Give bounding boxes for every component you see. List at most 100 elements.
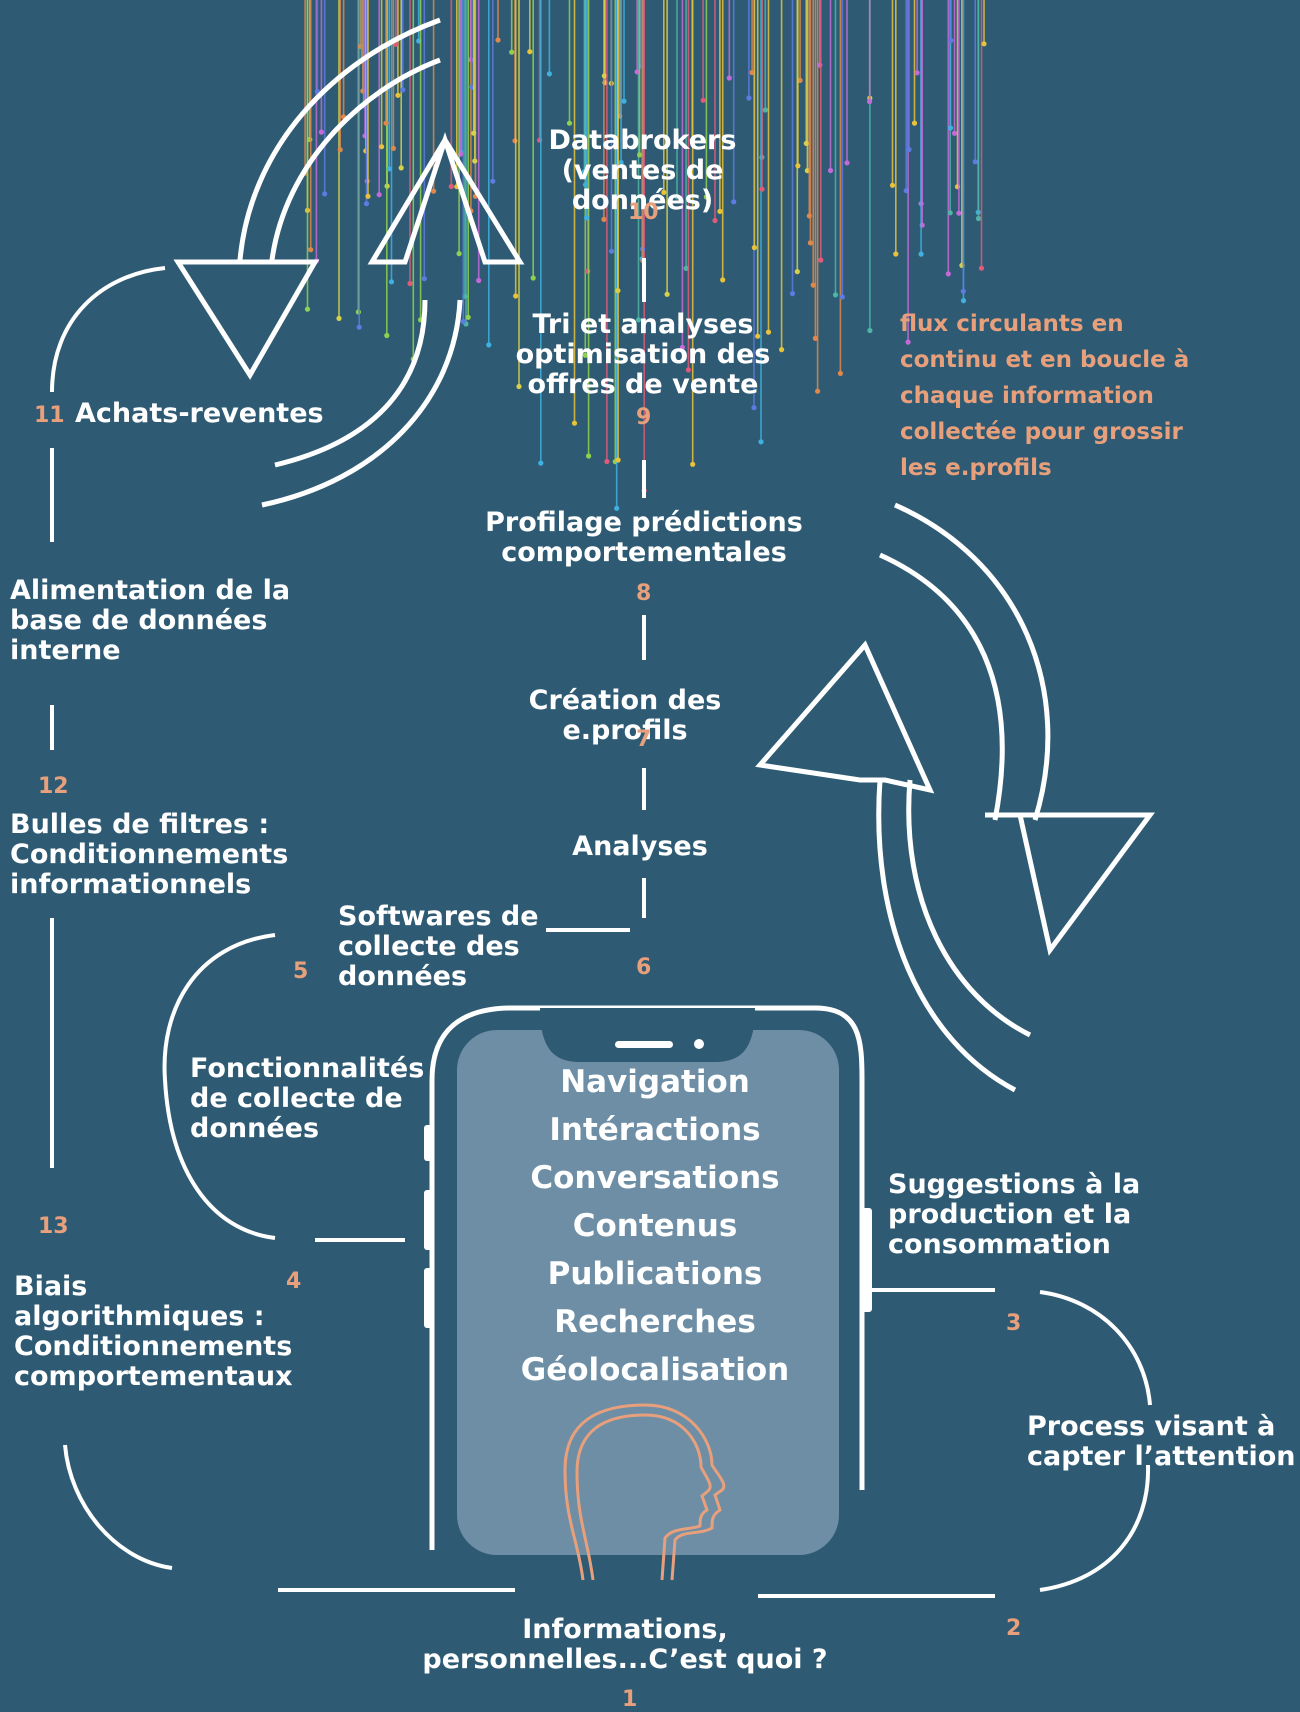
data-stream-dot: [905, 339, 911, 345]
data-stream-dot: [383, 120, 389, 126]
label-profilage: Profilage prédictions comportementales: [485, 507, 803, 568]
data-stream-dot: [337, 147, 343, 153]
step-number-8: 8: [636, 581, 652, 606]
data-stream-dot: [815, 388, 821, 394]
phone-item: Publications: [547, 1256, 763, 1292]
data-stream-dot: [807, 240, 814, 246]
data-stream-dot: [586, 453, 592, 459]
data-stream-dot: [951, 130, 958, 136]
data-stream-dot: [476, 277, 482, 284]
phone-item: Intéractions: [549, 1112, 761, 1148]
data-stream-dot: [867, 98, 873, 105]
data-stream-dot: [839, 294, 845, 300]
data-stream-dot: [318, 129, 324, 135]
data-stream-dot: [527, 49, 533, 55]
data-stream-dot: [571, 420, 578, 426]
data-stream-dot: [448, 183, 454, 190]
data-stream-dot: [621, 98, 627, 104]
data-stream-dot: [947, 125, 954, 131]
data-stream-dot: [356, 324, 362, 330]
data-stream-dot: [690, 461, 696, 467]
data-stream-dot: [797, 77, 803, 83]
step-number-11: 11: [34, 403, 65, 428]
data-stream-dot: [832, 292, 839, 298]
connector-lines: [50, 258, 1152, 1598]
data-stream-dot: [322, 191, 328, 197]
step-number-1: 1: [622, 1687, 638, 1712]
data-stream-dot: [795, 163, 801, 169]
phone-item: Contenus: [572, 1208, 738, 1244]
data-stream-dot: [700, 97, 706, 103]
data-stream-dot: [509, 49, 515, 55]
data-stream-dot: [717, 208, 723, 214]
data-stream-dot: [304, 306, 311, 312]
data-stream-dot: [948, 37, 954, 44]
cycle-arrow-top-left-icon: [173, 17, 525, 508]
data-stream-dot: [614, 505, 620, 511]
data-stream-dot: [893, 251, 899, 257]
data-stream-dot: [685, 367, 692, 373]
data-stream-dot: [818, 257, 824, 263]
label-databrokers: Databrokers (ventes de données): [548, 125, 737, 216]
data-stream-dot: [530, 275, 536, 281]
data-stream-lines-icon: [302, 0, 987, 511]
data-stream-dot: [601, 73, 608, 79]
label-biais-algorithmiques: Biais algorithmiques : Conditionnements …: [14, 1271, 293, 1392]
data-stream-dot: [486, 342, 492, 348]
data-stream-dot: [661, 189, 667, 195]
data-stream-dot: [634, 69, 640, 75]
data-stream-dot: [779, 347, 785, 353]
data-stream-dot: [390, 145, 396, 151]
data-stream-dot: [400, 87, 406, 93]
data-stream-dot: [472, 158, 478, 164]
data-stream-dot: [637, 152, 643, 158]
data-stream-dot: [490, 178, 496, 184]
data-stream-dot: [911, 120, 918, 126]
data-stream-dot: [336, 315, 342, 321]
label-tri-analyses: Tri et analyses optimisation des offres …: [515, 309, 771, 400]
data-stream-dot: [817, 62, 823, 68]
data-stream-dot: [608, 248, 615, 254]
data-stream-dot: [789, 291, 796, 297]
data-stream-dot: [604, 458, 610, 465]
data-stream-dot: [582, 352, 588, 358]
data-stream-dot: [495, 37, 501, 43]
data-stream-dot: [566, 120, 573, 126]
data-stream-dot: [683, 265, 689, 271]
note-flux-circulants: flux circulants en continu et en boucle …: [900, 311, 1190, 481]
data-stream-dot: [601, 216, 607, 222]
label-bulles-filtres: Bulles de filtres : Conditionnements inf…: [10, 809, 289, 900]
data-stream-dot: [810, 282, 816, 288]
data-stream-dot: [407, 280, 413, 287]
data-stream-dot: [395, 92, 401, 98]
data-stream-dot: [388, 279, 395, 285]
data-stream-dot: [762, 107, 768, 113]
label-softwares: Softwares de collecte des données: [338, 901, 539, 992]
label-creation-eprofils: Création des e.profils: [528, 685, 722, 746]
head-profile-icon: [563, 1403, 726, 1581]
data-stream-dot: [844, 160, 850, 166]
data-stream-dot: [975, 215, 982, 222]
data-stream-dot: [421, 276, 427, 282]
data-stream-dot: [918, 251, 924, 257]
data-stream-dot: [513, 293, 519, 299]
data-stream-dot: [812, 335, 819, 341]
data-stream-dot: [365, 193, 371, 199]
data-stream-dot: [956, 210, 962, 216]
label-fonctionnalites: Fonctionnalités de collecte de données: [190, 1053, 425, 1144]
data-stream-dot: [746, 95, 752, 101]
data-stream-dot: [546, 71, 553, 77]
data-stream-dot: [355, 309, 361, 315]
data-stream-dot: [431, 188, 437, 194]
data-stream-dot: [516, 383, 522, 390]
data-stream-dot: [759, 186, 765, 192]
data-stream-dot: [751, 245, 758, 251]
data-stream-dot: [889, 182, 896, 188]
step-number-2: 2: [1006, 1616, 1022, 1641]
data-stream-dot: [972, 159, 978, 165]
label-suggestions: Suggestions à la production et la consom…: [888, 1169, 1141, 1260]
data-stream-dot: [981, 41, 987, 47]
data-stream-dot: [914, 70, 920, 76]
step-number-10: 10: [628, 200, 659, 225]
